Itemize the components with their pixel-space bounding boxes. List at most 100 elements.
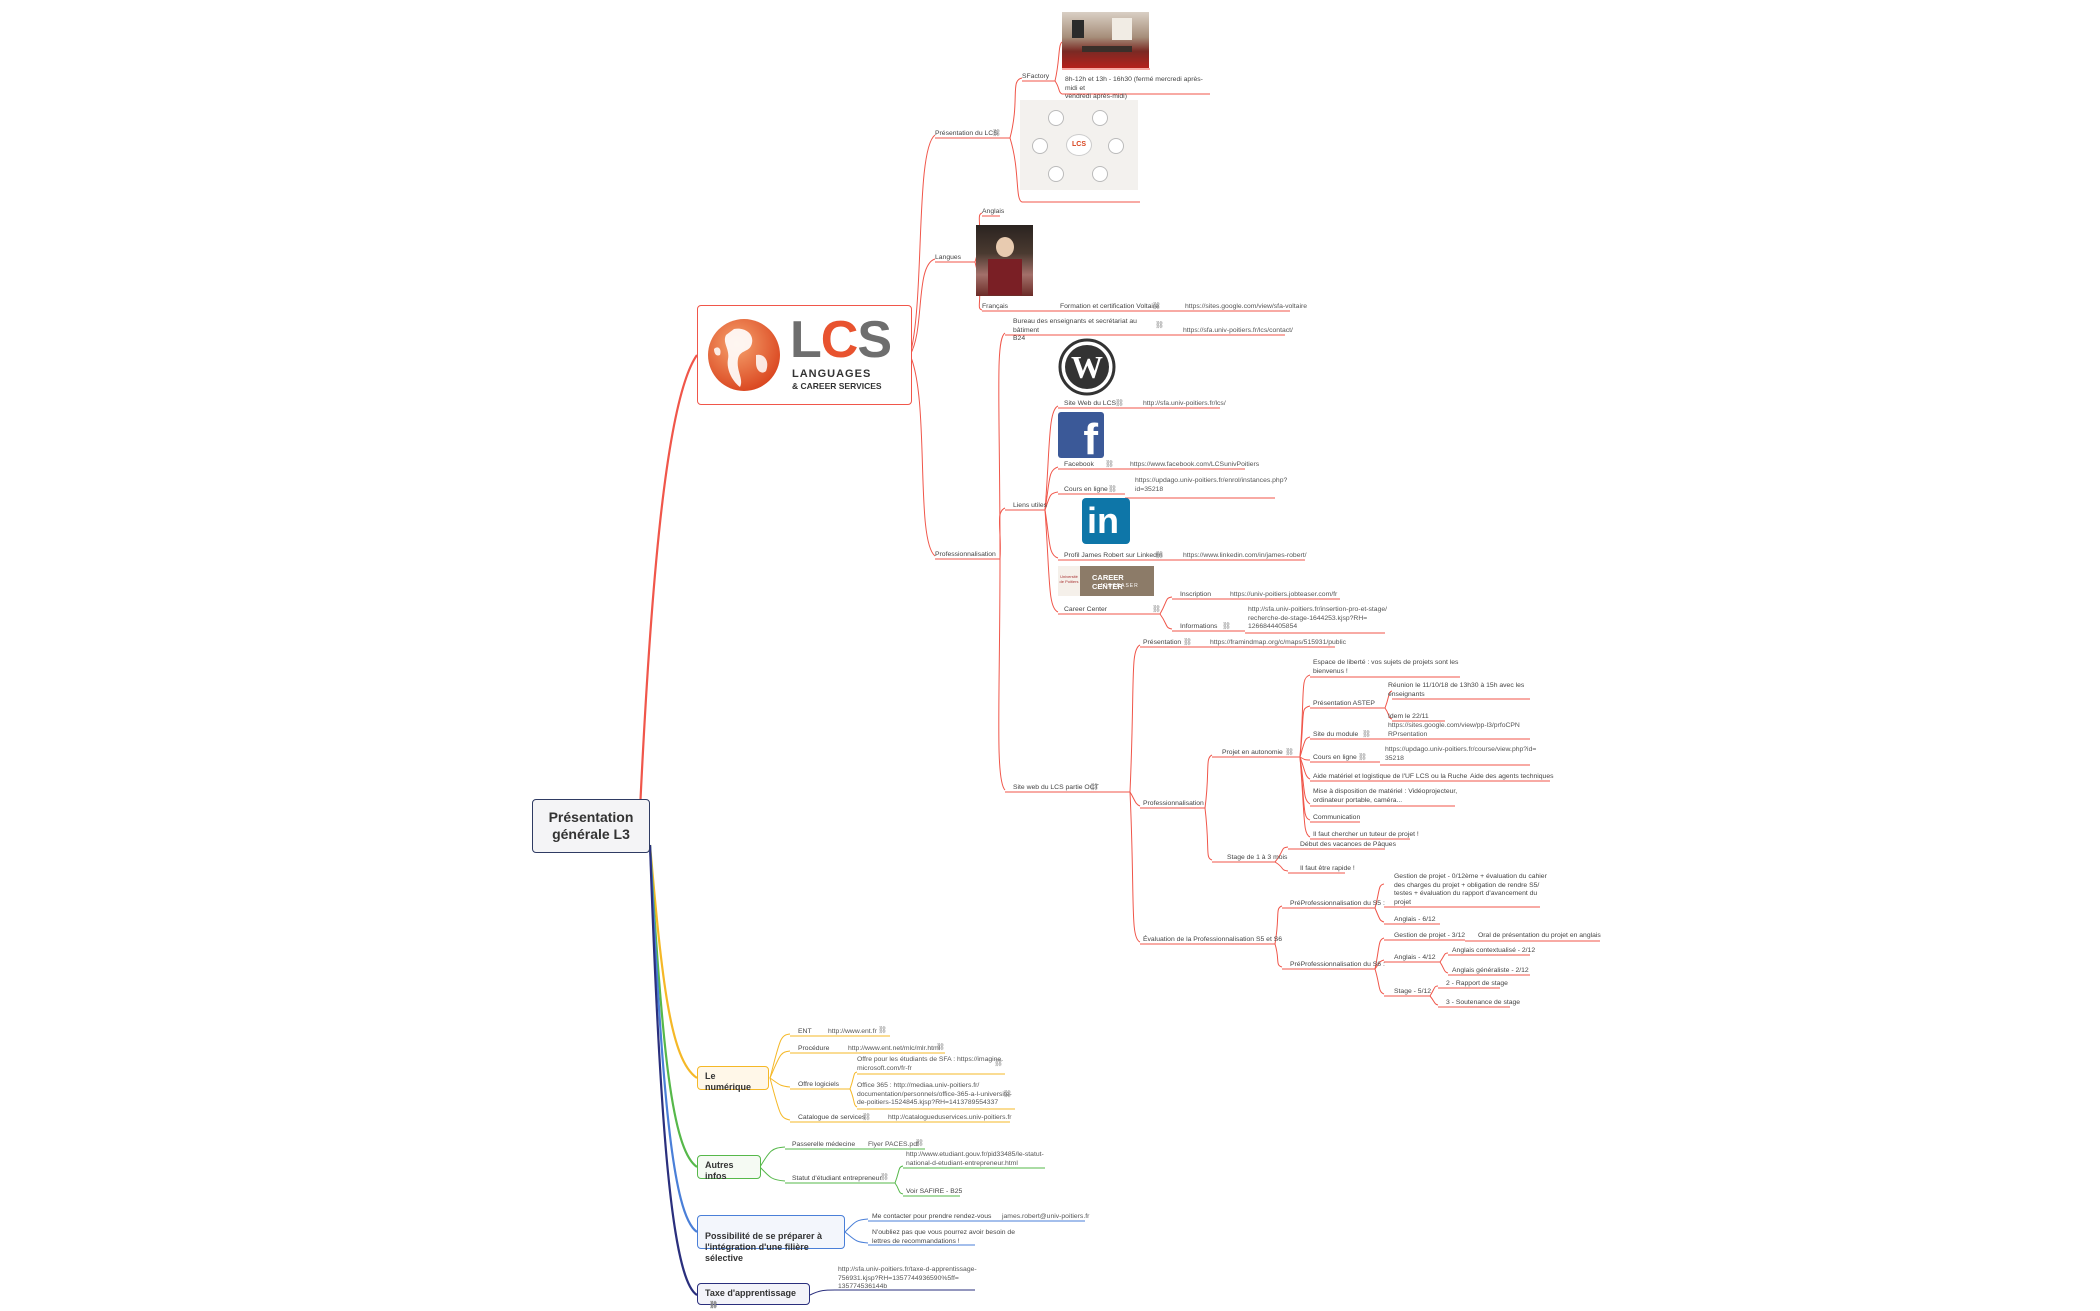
taxe-url[interactable]: http://sfa.univ-poitiers.fr/taxe-d-appre… [838,1266,977,1291]
statut-url[interactable]: http://www.etudiant.gouv.fr/pid33485/le-… [906,1151,1044,1167]
cours-oct-link-icon[interactable]: ⛓ [1358,754,1367,761]
cours-en-ligne-oct[interactable]: Cours en ligne [1313,754,1357,761]
procedure-url[interactable]: http://www.ent.net/mlc/mlr.html [848,1045,941,1052]
career-center[interactable]: Career Center [1064,606,1108,613]
facebook-logo: f [1058,412,1104,458]
site-module-url[interactable]: https://sites.google.com/view/pp-l3/prfo… [1388,722,1520,738]
catalogue-services[interactable]: Catalogue de services [798,1114,866,1121]
flyer-paces[interactable]: Flyer PACES.pdf [868,1141,919,1148]
oct-link-icon[interactable]: ⛓ [1090,784,1099,791]
ent-url[interactable]: http://www.ent.fr [828,1028,877,1035]
informations-url[interactable]: http://sfa.univ-poitiers.fr/insertion-pr… [1248,606,1388,631]
statut-entrepreneur[interactable]: Statut d'étudiant entrepreneur [792,1175,882,1182]
career-link-icon[interactable]: ⛓ [1152,606,1161,613]
lcs-letters: LCS [790,311,892,369]
oral-presentation: Oral de présentation du projet en anglai… [1478,932,1601,939]
offre-office365[interactable]: Office 365 : http://mediaa.univ-poitiers… [857,1082,1012,1107]
wordpress-logo: W [1058,338,1116,396]
presentation-oct-link-icon[interactable]: ⛓ [1183,639,1192,646]
informations-link-icon[interactable]: ⛓ [1222,623,1231,630]
projet-link-icon[interactable]: ⛓ [1285,749,1294,756]
inscription[interactable]: Inscription [1180,591,1211,598]
presentation-lcs[interactable]: Présentation du LCS [935,130,998,137]
site-web-oct[interactable]: Site web du LCS partie OCT [1013,784,1099,791]
cours-oct-url[interactable]: https://updago.univ-poitiers.fr/course/v… [1385,746,1537,762]
branch-possibilite [648,844,698,1233]
statut-link-icon[interactable]: ⛓ [880,1174,889,1181]
contact-url[interactable]: https://sfa.univ-poitiers.fr/lcs/contact… [1183,327,1293,334]
bureau-link-icon[interactable]: ⛓ [1155,322,1164,329]
catalogue-url[interactable]: http://catalogueduservices.univ-poitiers… [888,1114,1012,1121]
procedure-link-icon[interactable]: ⛓ [936,1044,945,1051]
cours-url[interactable]: https://updago.univ-poitiers.fr/enrol/in… [1135,477,1288,493]
autres-connectors [759,1146,1045,1197]
email[interactable]: james.robert@univ-poitiers.fr [1002,1213,1090,1220]
cours-link-icon[interactable]: ⛓ [1108,486,1117,493]
site-web-link-icon[interactable]: ⛓ [1115,400,1124,407]
flyer-link-icon[interactable]: ⛓ [915,1140,924,1147]
lcs-logo-topic[interactable]: LCS LANGUAGES & CAREER SERVICES [697,305,912,405]
autres-topic[interactable]: Autres infos [697,1155,761,1181]
facebook-link-icon[interactable]: ⛓ [1105,461,1114,468]
formation-voltaire[interactable]: Formation et certification Voltaire [1060,303,1159,310]
gestion-projet-s6: Gestion de projet - 3/12 [1394,932,1466,939]
offre-logiciels[interactable]: Offre logiciels [798,1081,840,1088]
inscription-url[interactable]: https://univ-poitiers.jobteaser.com/fr [1230,591,1338,598]
lcs-tagline-1: LANGUAGES [792,368,872,380]
presentation-oct-url[interactable]: https://framindmap.org/c/maps/515931/pub… [1210,639,1347,646]
presentation-astep[interactable]: Présentation ASTEP [1313,700,1375,707]
offre-office365-link-icon[interactable]: ⛓ [1003,1091,1012,1098]
site-web-lcs[interactable]: Site Web du LCS [1064,400,1117,407]
mise-disposition: Mise à disposition de matériel : Vidéopr… [1313,788,1458,804]
francais[interactable]: Français [982,303,1009,310]
projet-autonomie[interactable]: Projet en autonomie [1222,749,1283,756]
offre-sfa[interactable]: Offre pour les étudiants de SFA : https:… [857,1056,1004,1072]
linkedin-profile[interactable]: Profil James Robert sur LinkedIn [1064,552,1163,559]
linkedin-link-icon[interactable]: ⛓ [1155,552,1164,559]
anglais[interactable]: Anglais [982,208,1005,215]
branch-numerique [648,844,698,1079]
voltaire-url[interactable]: https://sites.google.com/view/sfa-voltai… [1185,303,1308,310]
lcs-tagline-2: & CAREER SERVICES [792,381,882,391]
procedure[interactable]: Procédure [798,1045,830,1052]
professionnalisation[interactable]: Professionnalisation [935,551,996,558]
cours-en-ligne[interactable]: Cours en ligne [1064,486,1108,493]
facebook-url[interactable]: https://www.facebook.com/LCSunivPoitiers [1130,461,1260,468]
ent-link-icon[interactable]: ⛓ [878,1027,887,1034]
possibilite-topic[interactable]: Possibilité de se préparer à l'intégrati… [697,1215,845,1263]
soutenance-stage: 3 - Soutenance de stage [1446,999,1521,1006]
site-module-link-icon[interactable]: ⛓ [1362,731,1371,738]
presentation-lcs-link-icon[interactable]: ⛓ [992,130,1001,137]
numerique-topic[interactable]: Le numérique [697,1066,769,1092]
sfactory-photo [1062,12,1149,68]
site-module[interactable]: Site du module [1313,731,1359,738]
presentation-oct[interactable]: Présentation [1143,639,1182,646]
linkedin-url[interactable]: https://www.linkedin.com/in/james-robert… [1183,552,1307,559]
preprofessionnalisation-s5[interactable]: PréProfessionnalisation du S5 : [1290,900,1385,907]
catalogue-link-icon[interactable]: ⛓ [862,1114,871,1121]
taxe-topic[interactable]: Taxe d'apprentissage ⛓ [697,1283,810,1309]
offre-sfa-link-icon[interactable]: ⛓ [994,1060,1003,1067]
stage-duree[interactable]: Stage de 1 à 3 mois [1227,854,1288,861]
opening-hours: 8h-12h et 13h - 16h30 (fermé mercredi ap… [1065,76,1203,101]
anglais-s5: Anglais - 6/12 [1394,916,1436,923]
oubliez-pas: N'oubliez pas que vous pourrez avoir bes… [872,1229,1015,1245]
site-web-url[interactable]: http://sfa.univ-poitiers.fr/lcs/ [1143,400,1226,407]
liens-utiles[interactable]: Liens utiles [1013,502,1048,509]
informations[interactable]: Informations [1180,623,1218,630]
preprofessionnalisation-s6[interactable]: PréProfessionnalisation du S6 : [1290,961,1385,968]
ent[interactable]: ENT [798,1028,812,1035]
facebook[interactable]: Facebook [1064,461,1094,468]
me-contacter: Me contacter pour prendre rendez-vous [872,1213,992,1220]
passerelle-medecine[interactable]: Passerelle médecine [792,1141,856,1148]
formation-link-icon[interactable]: ⛓ [1152,303,1161,310]
svg-text:W: W [1071,349,1103,385]
evaluation[interactable]: Évaluation de la Professionnalisation S5… [1143,936,1283,943]
root-topic[interactable]: Présentation générale L3 [532,799,650,853]
langues[interactable]: Langues [935,254,962,261]
professionnalisation-oct[interactable]: Professionnalisation [1143,800,1204,807]
sfactory[interactable]: SFactory [1022,73,1050,80]
rapport-stage: 2 - Rapport de stage [1446,980,1508,987]
link-icon[interactable]: ⛓ [709,1302,718,1309]
